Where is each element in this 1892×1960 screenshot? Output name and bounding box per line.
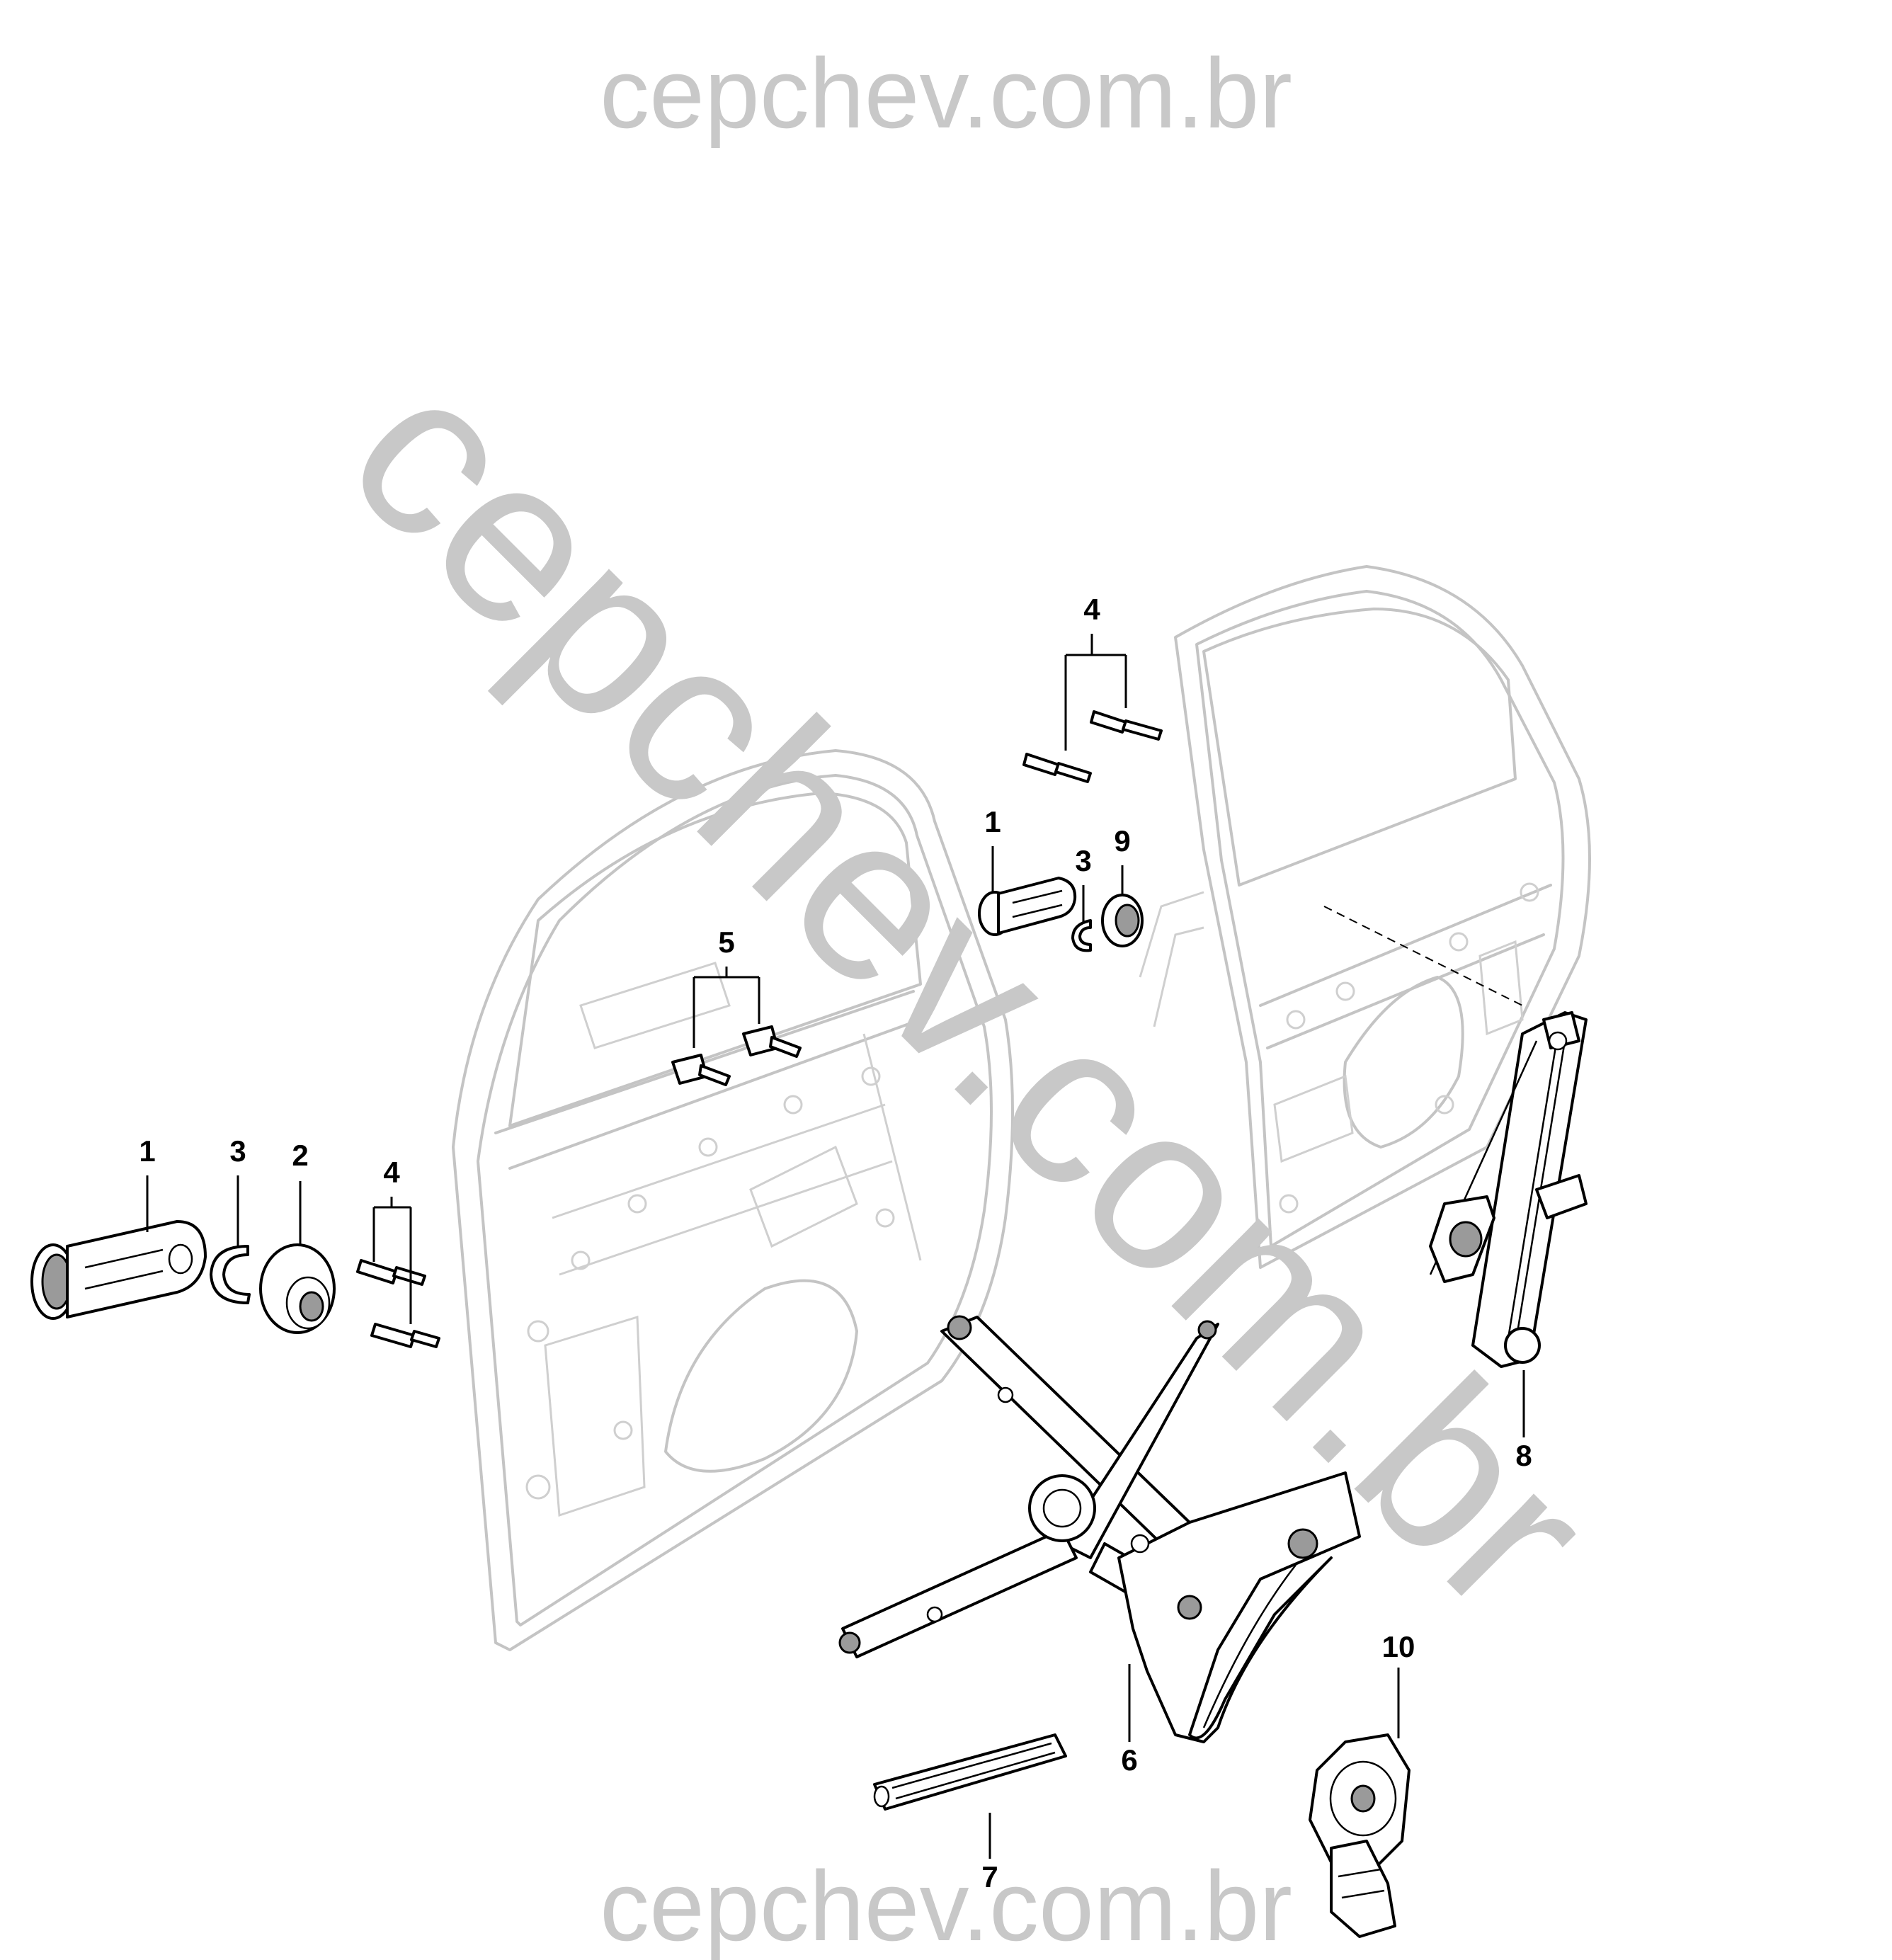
watermark-top: cepchev.com.br — [600, 38, 1292, 149]
callout-2-left: 2 — [292, 1139, 308, 1172]
part-10-motor — [1309, 1733, 1411, 1938]
part-4-bolts-left — [356, 1259, 440, 1348]
callout-4-top: 4 — [1083, 593, 1100, 626]
part-1-handle-left — [30, 1220, 207, 1320]
callout-8: 8 — [1515, 1439, 1532, 1472]
callout-5: 5 — [718, 925, 734, 959]
part-7-channel — [873, 1733, 1067, 1811]
rear-dashed-reference — [1323, 906, 1523, 1006]
callout-1-mid: 1 — [984, 805, 1001, 838]
part-9-grommet — [1101, 894, 1144, 947]
callout-3-mid: 3 — [1075, 844, 1091, 877]
part-4-bolts-top — [1022, 710, 1163, 783]
callout-6: 6 — [1121, 1743, 1137, 1777]
leader-lines — [146, 634, 1525, 1859]
part-3-clip-left — [210, 1245, 251, 1304]
callout-1-left: 1 — [139, 1134, 155, 1168]
callout-9: 9 — [1114, 824, 1130, 858]
part-5-screws — [671, 1025, 802, 1086]
part-8-rear-regulator — [1429, 1011, 1588, 1368]
front-door-ghost — [452, 749, 1014, 1651]
watermark-diagonal: cepchev.com.br — [300, 321, 1640, 1661]
part-1-handle-mid — [978, 877, 1077, 936]
part-6-front-regulator — [838, 1315, 1361, 1743]
rear-door-ghost — [1139, 565, 1591, 1269]
watermark-bottom: cepchev.com.br — [600, 1850, 1292, 1960]
part-3-clip-mid — [1071, 919, 1092, 952]
callout-3-left: 3 — [229, 1134, 246, 1168]
callout-7: 7 — [981, 1860, 998, 1893]
callout-4-left: 4 — [383, 1156, 400, 1189]
callout-10: 10 — [1382, 1630, 1415, 1663]
part-2-escutcheon — [259, 1243, 336, 1334]
